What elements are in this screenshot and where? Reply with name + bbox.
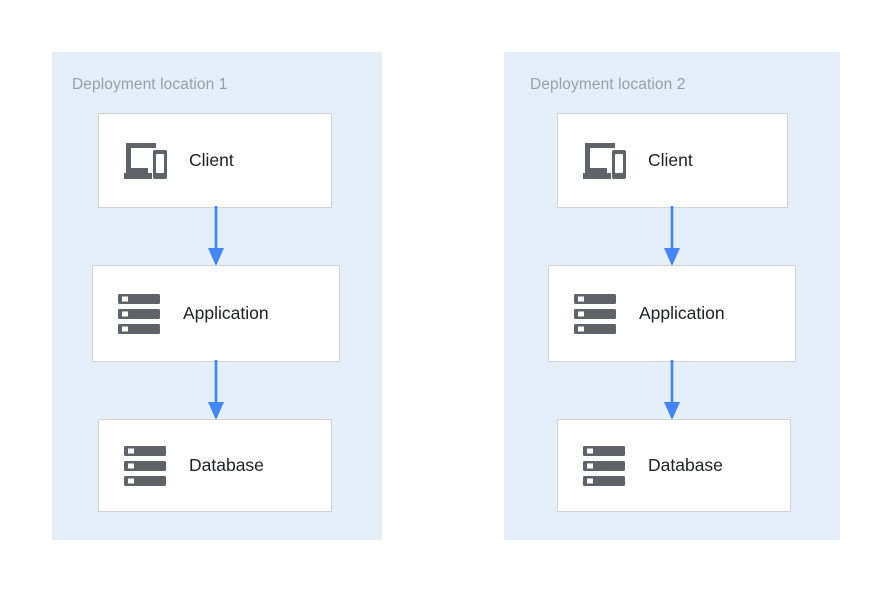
deployment-location-1-title: Deployment location 1	[72, 76, 228, 93]
node-label-client-location-1: Client	[189, 150, 234, 170]
arrow-client-to-application-location-1	[205, 206, 227, 268]
node-label-database-location-1: Database	[189, 455, 264, 475]
node-database-location-1[interactable]: Database	[98, 419, 332, 512]
node-database-location-2[interactable]: Database	[557, 419, 791, 512]
server-stack-icon	[117, 437, 175, 495]
node-client-location-1[interactable]: Client	[98, 113, 332, 208]
node-label-application-location-2: Application	[639, 303, 725, 323]
arrow-application-to-database-location-1	[205, 360, 227, 422]
node-label-database-location-2: Database	[648, 455, 723, 475]
deployment-location-2-title: Deployment location 2	[530, 76, 686, 93]
node-application-location-2[interactable]: Application	[548, 265, 796, 362]
server-stack-icon	[567, 285, 625, 343]
devices-icon	[117, 132, 175, 190]
arrow-client-to-application-location-2	[661, 206, 683, 268]
arrow-application-to-database-location-2	[661, 360, 683, 422]
server-stack-icon	[111, 285, 169, 343]
server-stack-icon	[576, 437, 634, 495]
node-label-client-location-2: Client	[648, 150, 693, 170]
node-label-application-location-1: Application	[183, 303, 269, 323]
node-application-location-1[interactable]: Application	[92, 265, 340, 362]
node-client-location-2[interactable]: Client	[557, 113, 788, 208]
devices-icon	[576, 132, 634, 190]
